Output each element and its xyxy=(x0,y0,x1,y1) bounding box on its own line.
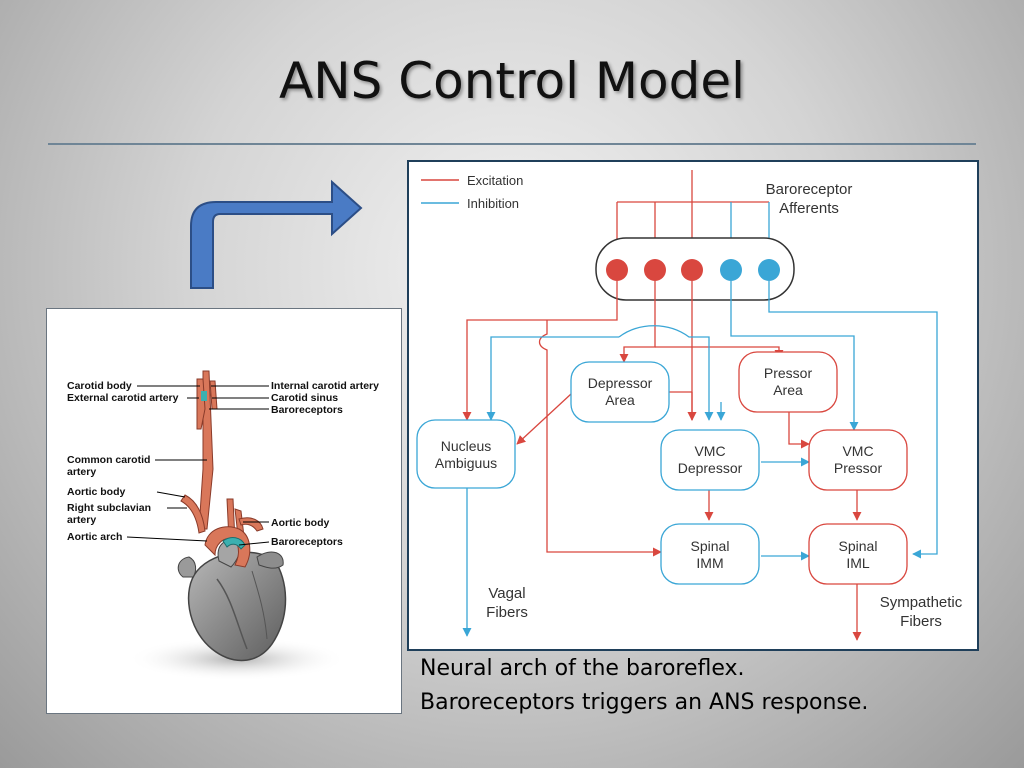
excitatory-node-icon xyxy=(606,259,628,281)
node-spinal-iml xyxy=(808,523,908,585)
node-vmc-pressor xyxy=(808,429,908,491)
inhibitory-node-icon xyxy=(758,259,780,281)
output-vagal-line2: Fibers xyxy=(486,604,528,621)
node-spinal-imm-line2: IMM xyxy=(696,555,723,571)
anatomy-panel: Carotid body External carotid artery Com… xyxy=(46,308,402,714)
label-right-subclavian-2: artery xyxy=(67,514,96,526)
node-vmc-pressor-line1: VMC xyxy=(842,443,873,459)
node-depressor-area-line2: Area xyxy=(605,392,635,408)
output-sympathetic-line1: Sympathetic xyxy=(880,594,963,611)
node-depressor-area xyxy=(570,361,670,423)
node-spinal-iml-line1: Spinal xyxy=(839,538,878,554)
label-carotid-sinus: Carotid sinus xyxy=(271,392,338,404)
anatomy-illustration: Carotid body External carotid artery Com… xyxy=(67,370,379,681)
node-vmc-depressor xyxy=(660,429,760,491)
node-vmc-depressor-line1: VMC xyxy=(694,443,725,459)
bent-arrow-icon xyxy=(190,179,363,289)
node-spinal-imm-line1: Spinal xyxy=(691,538,730,554)
baroreflex-diagram: Excitation Inhibition Baroreceptor Affer… xyxy=(416,170,963,641)
output-sympathetic-line2: Fibers xyxy=(900,613,942,630)
label-aortic-body-left: Aortic body xyxy=(67,486,125,498)
node-nucleus-ambiguus-line2: Ambiguus xyxy=(435,455,497,471)
label-aortic-arch: Aortic arch xyxy=(67,531,122,543)
node-nucleus-ambiguus-line1: Nucleus xyxy=(441,438,492,454)
inhibitory-node-icon xyxy=(720,259,742,281)
baroreflex-diagram-panel: Excitation Inhibition Baroreceptor Affer… xyxy=(407,160,979,651)
label-baroreceptors-bottom: Baroreceptors xyxy=(271,536,343,548)
node-pressor-area-line1: Pressor xyxy=(764,365,813,381)
output-vagal-line1: Vagal xyxy=(488,585,525,602)
node-spinal-imm xyxy=(660,523,760,585)
legend-excitation: Excitation xyxy=(467,173,523,188)
label-common-carotid-2: artery xyxy=(67,466,96,478)
label-right-subclavian-1: Right subclavian xyxy=(67,502,151,514)
node-nucleus-ambiguus xyxy=(416,419,516,489)
aortic-baroreceptor-highlight xyxy=(222,537,246,550)
excitatory-node-icon xyxy=(681,259,703,281)
node-pressor-area-line2: Area xyxy=(773,382,803,398)
afferents-label-2: Afferents xyxy=(779,200,839,217)
node-depressor-area-line1: Depressor xyxy=(588,375,653,391)
slide-caption: Neural arch of the baroreflex. Barorecep… xyxy=(420,652,1010,720)
right-carotid-artery xyxy=(198,370,214,530)
caption-line-1: Neural arch of the baroreflex. xyxy=(420,656,745,681)
title-divider xyxy=(48,143,976,145)
node-pressor-area xyxy=(738,351,838,413)
node-spinal-iml-line2: IML xyxy=(846,555,870,571)
node-vmc-pressor-line2: Pressor xyxy=(834,460,883,476)
label-common-carotid-1: Common carotid xyxy=(67,454,150,466)
label-carotid-body: Carotid body xyxy=(67,380,132,392)
label-internal-carotid: Internal carotid artery xyxy=(271,380,379,392)
node-vmc-depressor-line2: Depressor xyxy=(678,460,743,476)
aortic-arch xyxy=(204,526,251,568)
caption-line-2: Baroreceptors triggers an ANS response. xyxy=(420,690,869,715)
label-external-carotid: External carotid artery xyxy=(67,392,179,404)
label-baroreceptors-top: Baroreceptors xyxy=(271,404,343,416)
excitatory-node-icon xyxy=(644,259,666,281)
heart-icon xyxy=(187,551,287,662)
label-aortic-body-right: Aortic body xyxy=(271,517,329,529)
slide-title: ANS Control Model xyxy=(279,52,745,110)
legend-inhibition: Inhibition xyxy=(467,196,519,211)
afferents-label-1: Baroreceptor xyxy=(766,181,853,198)
